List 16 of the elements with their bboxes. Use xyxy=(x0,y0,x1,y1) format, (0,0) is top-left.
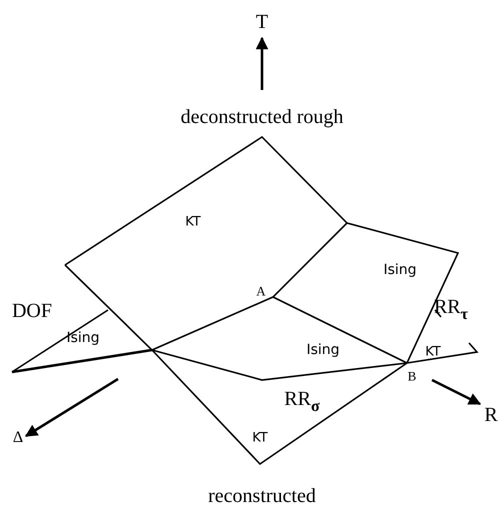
region-label: deconstructed rough xyxy=(180,107,344,127)
point-label: B xyxy=(408,370,416,382)
region-label: DOF xyxy=(12,301,52,321)
phase-label: RR$_{σ}$ xyxy=(284,389,320,415)
phase-label: KT xyxy=(425,346,441,358)
phase-label: RR$_{τ}$ xyxy=(434,297,468,323)
axis-label: T xyxy=(256,12,268,32)
phase-label: Ising xyxy=(306,343,340,357)
phase-label: Ising xyxy=(383,263,417,277)
point-label: A xyxy=(256,284,266,298)
phase-label: Ising xyxy=(66,331,100,345)
axis-label: R xyxy=(484,405,498,425)
phase-label: KT xyxy=(185,216,201,228)
axis-label: Δ xyxy=(12,430,24,446)
phase-label: KT xyxy=(252,432,268,444)
region-label: reconstructed xyxy=(208,486,316,506)
